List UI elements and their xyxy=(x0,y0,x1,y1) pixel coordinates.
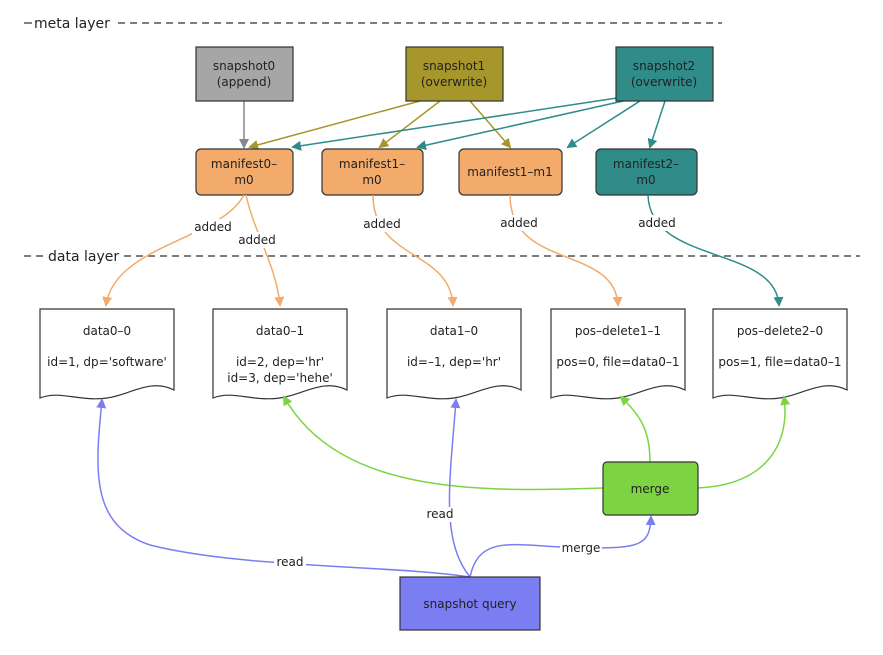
edge-snapshot1-manifest0 xyxy=(248,100,421,150)
edge-manifest1m1-posdelete1-1 xyxy=(509,194,623,307)
snapshot2-title: snapshot2 xyxy=(633,59,695,73)
read-label-mid: read xyxy=(426,507,453,521)
pos-delete2-0-file: pos–delete2–0 pos=1, file=data0–1 xyxy=(712,308,848,400)
query-edge-labels: read read merge xyxy=(274,507,602,570)
pos-delete2-0-row1: pos=1, file=data0–1 xyxy=(718,355,841,369)
manifest0-m0-box: manifest0– m0 xyxy=(195,148,294,196)
manifest2-m0-box: manifest2– m0 xyxy=(595,148,698,196)
data0-0-file: data0–0 id=1, dp='software' xyxy=(39,308,175,400)
data1-0-row1: id=–1, dep='hr' xyxy=(407,355,501,369)
merge-edge-label: merge xyxy=(562,541,601,555)
edge-query-data0-0 xyxy=(96,398,471,578)
manifest-edges xyxy=(102,194,784,307)
manifest1-m0-line1: manifest1– xyxy=(339,157,405,171)
edge-snapshot1-manifest1-m1 xyxy=(469,100,512,149)
data1-0-file: data1–0 id=–1, dep='hr' xyxy=(386,308,522,400)
manifest1-m0-line2: m0 xyxy=(362,173,381,187)
pos-delete2-0-title: pos–delete2–0 xyxy=(737,324,823,338)
manifest0-m0-line2: m0 xyxy=(234,173,253,187)
snapshot0-title: snapshot0 xyxy=(213,59,275,73)
edge-snapshot2-manifest2 xyxy=(647,100,666,149)
snapshot1-title: snapshot1 xyxy=(423,59,485,73)
added-label-1: added xyxy=(363,217,401,231)
snapshot0-box: snapshot0 (append) xyxy=(195,46,294,102)
edge-manifest2-posdelete2-0 xyxy=(647,194,784,307)
pos-delete1-1-title: pos–delete1–1 xyxy=(575,324,661,338)
added-label-3: added xyxy=(638,216,676,230)
pos-delete1-1-file: pos–delete1–1 pos=0, file=data0–1 xyxy=(550,308,686,400)
data-layer-divider: data layer xyxy=(24,249,860,265)
data-layer-label: data layer xyxy=(48,249,119,265)
data0-1-row2: id=3, dep='hehe' xyxy=(227,371,333,385)
snapshot2-op: (overwrite) xyxy=(631,75,697,89)
manifest1-m0-box: manifest1– m0 xyxy=(321,148,424,196)
meta-layer-label: meta layer xyxy=(34,16,110,32)
merge-box-label: merge xyxy=(631,482,670,496)
edge-merge-data0-1 xyxy=(283,395,604,491)
snapshot2-box: snapshot2 (overwrite) xyxy=(615,46,714,102)
edge-merge-posdelete2-0 xyxy=(696,395,791,489)
added-label-0a: added xyxy=(194,220,232,234)
edge-snapshot1-manifest1-m0 xyxy=(378,100,441,149)
pos-delete1-1-row1: pos=0, file=data0–1 xyxy=(556,355,679,369)
edge-snapshot2-manifest1-m0 xyxy=(416,98,633,151)
meta-layer-divider: meta layer xyxy=(24,16,722,32)
manifest1-m1-box: manifest1–m1 xyxy=(458,148,563,196)
snapshot0-op: (append) xyxy=(217,75,272,89)
added-label-0b: added xyxy=(238,233,276,247)
edge-snapshot2-manifest0 xyxy=(291,95,631,151)
snapshot1-op: (overwrite) xyxy=(421,75,487,89)
added-labels: added added added added added xyxy=(192,215,678,248)
data0-1-title: data0–1 xyxy=(256,324,304,338)
read-label-left: read xyxy=(276,555,303,569)
edge-query-data1-0 xyxy=(448,398,471,578)
data0-0-row1: id=1, dp='software' xyxy=(47,355,167,369)
snapshot-query-box: snapshot query xyxy=(399,576,541,631)
merge-box: merge xyxy=(602,461,699,516)
edge-snapshot2-manifest1-m1 xyxy=(566,100,641,149)
edge-manifest0-data0-1 xyxy=(245,194,285,307)
snapshot1-box: snapshot1 (overwrite) xyxy=(405,46,504,102)
manifest0-m0-line1: manifest0– xyxy=(211,157,277,171)
manifest2-m0-line2: m0 xyxy=(636,173,655,187)
snapshot-edges xyxy=(239,95,666,151)
manifest1-m1-line1: manifest1–m1 xyxy=(467,165,553,179)
merge-edges xyxy=(283,395,791,491)
edge-merge-posdelete1-1 xyxy=(619,395,651,463)
added-label-2: added xyxy=(500,216,538,230)
edge-manifest1-data1-0 xyxy=(372,194,458,307)
data0-0-title: data0–0 xyxy=(83,324,131,338)
data1-0-title: data1–0 xyxy=(430,324,478,338)
data0-1-row1: id=2, dep='hr' xyxy=(236,355,324,369)
data0-1-file: data0–1 id=2, dep='hr' id=3, dep='hehe' xyxy=(212,308,348,400)
edge-manifest0-data0-0 xyxy=(102,194,245,307)
manifest2-m0-line1: manifest2– xyxy=(613,157,679,171)
snapshot-query-label: snapshot query xyxy=(423,597,516,611)
